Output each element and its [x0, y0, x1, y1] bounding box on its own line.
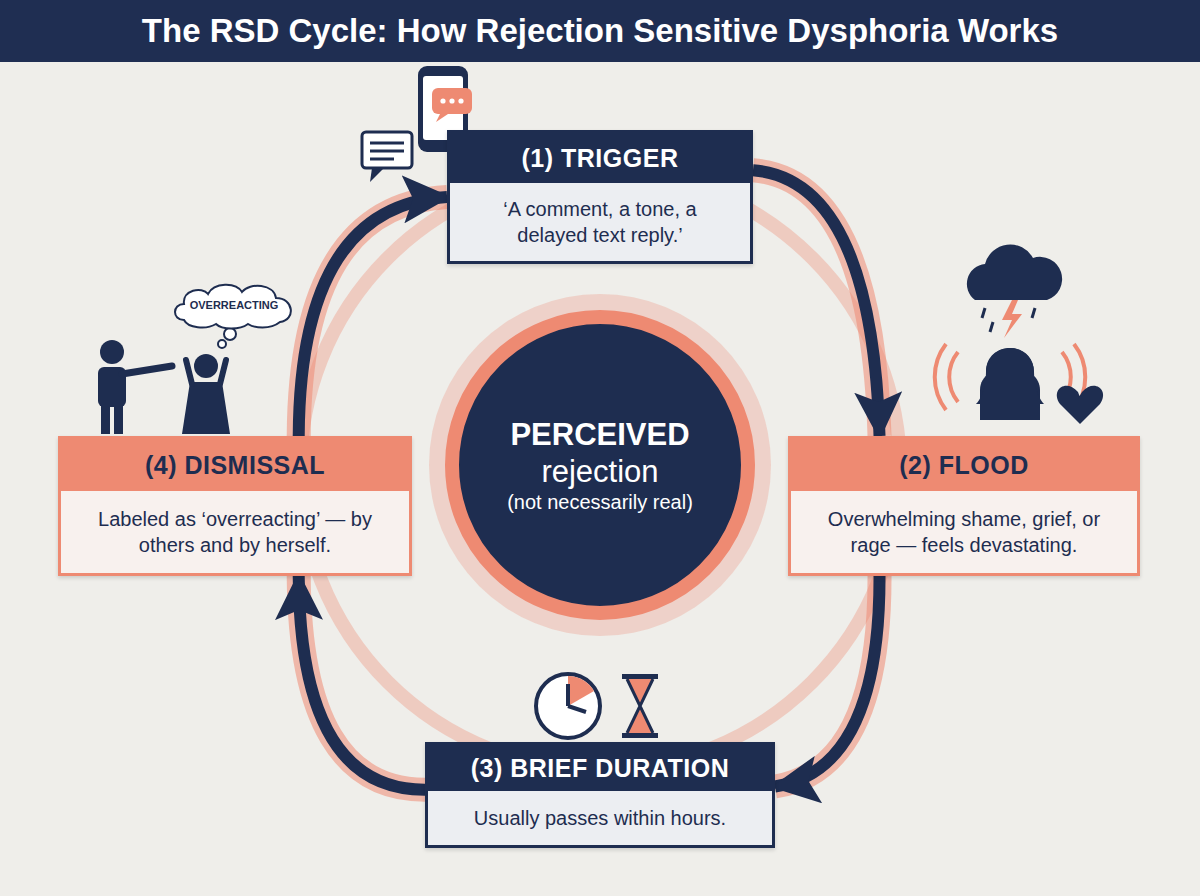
box-heading: (2) FLOOD [791, 439, 1137, 491]
storm-icon [935, 244, 1103, 424]
box-heading: (3) BRIEF DURATION [428, 745, 772, 791]
time-icon [536, 674, 658, 738]
stage-box: (4) DISMISSALLabeled as ‘overreacting’ —… [58, 436, 412, 576]
stage-box: (1) TRIGGER‘A comment, a tone, a delayed… [447, 130, 753, 264]
connector-glow [775, 576, 880, 787]
circle-text: rejection [541, 453, 658, 490]
figures-icon [98, 328, 236, 434]
stage-box: (2) FLOODOverwhelming shame, grief, or r… [788, 436, 1140, 576]
circle-text: (not necessarily real) [507, 490, 693, 514]
cycle-arrow [775, 576, 880, 787]
center-circle: PERCEIVEDrejection(not necessarily real) [445, 310, 755, 620]
box-body: Overwhelming shame, grief, or rage — fee… [791, 491, 1137, 573]
cycle-arrow [299, 197, 447, 436]
box-body: Labeled as ‘overreacting’ — by others an… [61, 491, 409, 573]
bubble-text: OVERREACTING [190, 299, 279, 311]
box-heading: (1) TRIGGER [450, 133, 750, 183]
cycle-arrow [753, 170, 880, 436]
circle-text: PERCEIVED [510, 416, 689, 453]
connector-glow [299, 197, 447, 436]
stage-box: (3) BRIEF DURATIONUsually passes within … [425, 742, 775, 848]
diagram-title: The RSD Cycle: How Rejection Sensitive D… [142, 12, 1058, 50]
box-body: Usually passes within hours. [428, 791, 772, 845]
box-heading: (4) DISMISSAL [61, 439, 409, 491]
title-band: The RSD Cycle: How Rejection Sensitive D… [0, 0, 1200, 62]
cycle-arrow [299, 576, 425, 790]
connector-glow [299, 576, 425, 790]
connector-glow [753, 170, 880, 436]
thought-bubble: OVERREACTING [170, 280, 298, 330]
box-body: ‘A comment, a tone, a delayed text reply… [450, 183, 750, 261]
